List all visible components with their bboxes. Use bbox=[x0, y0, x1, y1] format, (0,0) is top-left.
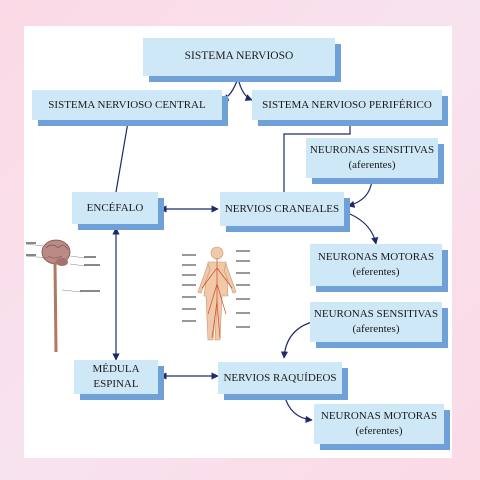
arrow-raquideos-to-motor bbox=[283, 393, 313, 423]
arrow-sensory-to-raquideos bbox=[280, 321, 313, 359]
brain-and-spinal-cord-illustration bbox=[26, 239, 100, 353]
arrow-sensory-to-craneales bbox=[347, 179, 373, 208]
node-nervios-craneales: NERVIOS CRANEALES bbox=[220, 192, 344, 226]
node-sistema-nervioso-central: SISTEMA NERVIOSO CENTRAL bbox=[32, 90, 222, 120]
node-sistema-nervioso: SISTEMA NERVIOSO bbox=[143, 38, 335, 76]
line-peripheral-to-craneales bbox=[283, 120, 351, 192]
node-spinal-sensory: NEURONAS SENSITIVAS (aferentes) bbox=[310, 302, 442, 342]
human-body-nerves-illustration bbox=[182, 246, 250, 341]
node-encefalo: ENCÉFALO bbox=[72, 192, 158, 224]
node-medula-espinal: MÉDULA ESPINAL bbox=[74, 360, 158, 394]
node-cranial-motor: NEURONAS MOTORAS (eferentes) bbox=[310, 244, 442, 286]
arrow-root-to-peripheral bbox=[237, 77, 253, 101]
arrow-root-to-central bbox=[221, 77, 239, 101]
arrow-craneales-to-motor bbox=[349, 213, 379, 245]
node-sistema-nervioso-periferico: SISTEMA NERVIOSO PERIFÉRICO bbox=[252, 90, 442, 120]
node-cranial-sensory: NEURONAS SENSITIVAS (aferentes) bbox=[306, 138, 438, 178]
node-spinal-motor: NEURONAS MOTORAS (eferentes) bbox=[314, 404, 444, 444]
node-nervios-raquideos: NERVIOS RAQUÍDEOS bbox=[218, 362, 342, 394]
line-central-to-encefalo bbox=[115, 121, 129, 193]
